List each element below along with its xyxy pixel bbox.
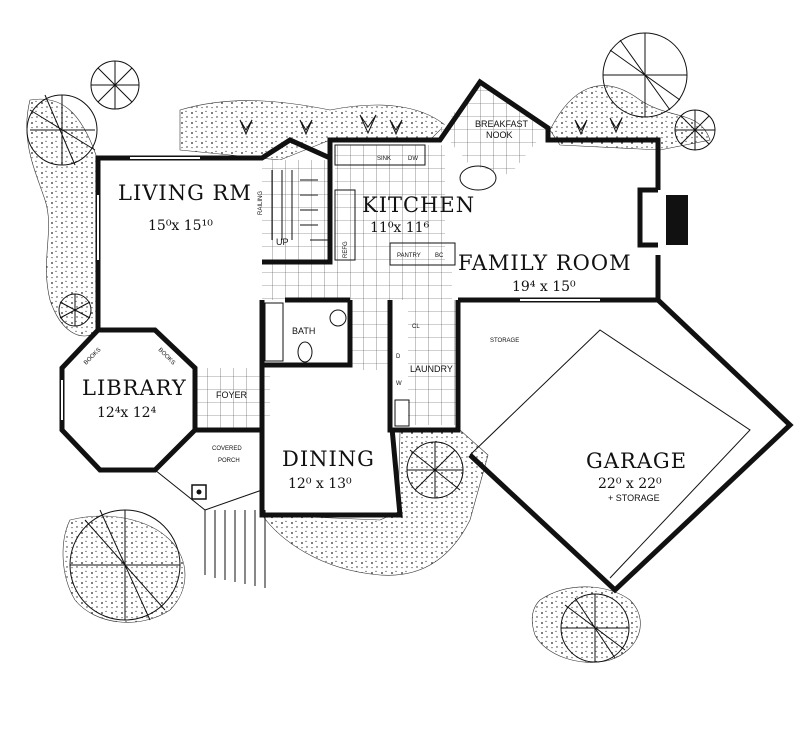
- family-room-dims: 19⁴ x 15⁰: [512, 279, 576, 295]
- dw-label: DW: [408, 156, 418, 162]
- pantry-label: PANTRY: [397, 253, 421, 259]
- tree-icon: [26, 94, 98, 166]
- shrub-icon: [239, 114, 623, 136]
- library-name: LIBRARY: [82, 376, 187, 400]
- garage-note: + STORAGE: [608, 493, 660, 503]
- landscaping: [26, 32, 716, 663]
- kitchen-dims: 11⁰x 11⁶: [370, 220, 430, 236]
- family-room-name: FAMILY ROOM: [458, 251, 632, 275]
- breakfast-label: BREAKFAST: [475, 119, 529, 129]
- refg-label: REFG: [343, 241, 349, 258]
- fireplace: [666, 195, 688, 245]
- porch-post: [191, 484, 207, 500]
- sink-label: SINK: [377, 156, 391, 162]
- storage-label: STORAGE: [490, 338, 519, 344]
- living-room-dims: 15⁰x 15¹⁰: [148, 218, 213, 234]
- stairs-up-label: UP: [276, 237, 289, 247]
- walls: [59, 78, 794, 594]
- books-left-label: BOOKS: [83, 347, 102, 366]
- planting-bed-southeast: [531, 586, 641, 663]
- dryer-label: D: [396, 354, 401, 360]
- dining-name: DINING: [282, 447, 375, 471]
- tree-icon: [406, 441, 464, 499]
- railing-label: RAILING: [258, 191, 264, 215]
- kitchen-name: KITCHEN: [362, 193, 475, 217]
- nook-label: NOOK: [486, 130, 513, 140]
- tree-icon: [602, 32, 688, 118]
- garage-dims: 22⁰ x 22⁰: [598, 476, 662, 492]
- planting-bed-southwest: [62, 515, 186, 623]
- garage-name: GARAGE: [586, 449, 687, 473]
- dining-dims: 12⁰ x 13⁰: [288, 476, 352, 492]
- washer-label: W: [396, 381, 402, 387]
- laundry-label: LAUNDRY: [410, 364, 453, 374]
- fixture-labels: BREAKFAST NOOK SINK DW REFG PANTRY BC RA…: [83, 119, 528, 464]
- tree-icon: [69, 509, 181, 621]
- covered-label: COVERED: [212, 446, 242, 452]
- porch-label: PORCH: [218, 458, 240, 464]
- foyer-label: FOYER: [216, 390, 248, 400]
- tree-icon: [90, 60, 140, 110]
- planting-bed-south: [261, 429, 489, 576]
- living-room-name: LIVING RM: [118, 181, 252, 205]
- tree-icon: [560, 593, 630, 663]
- tree-icon: [58, 293, 92, 327]
- planting-bed-east: [549, 85, 711, 151]
- bath-label: BATH: [292, 326, 315, 336]
- tree-icon: [674, 109, 716, 151]
- bc-label: BC: [435, 253, 444, 259]
- room-labels: LIVING RM 15⁰x 15¹⁰ KITCHEN 11⁰x 11⁶ FAM…: [82, 181, 687, 503]
- planting-bed-west: [26, 98, 101, 337]
- library-dims: 12⁴x 12⁴: [97, 405, 157, 421]
- closet-label: CL: [412, 324, 420, 330]
